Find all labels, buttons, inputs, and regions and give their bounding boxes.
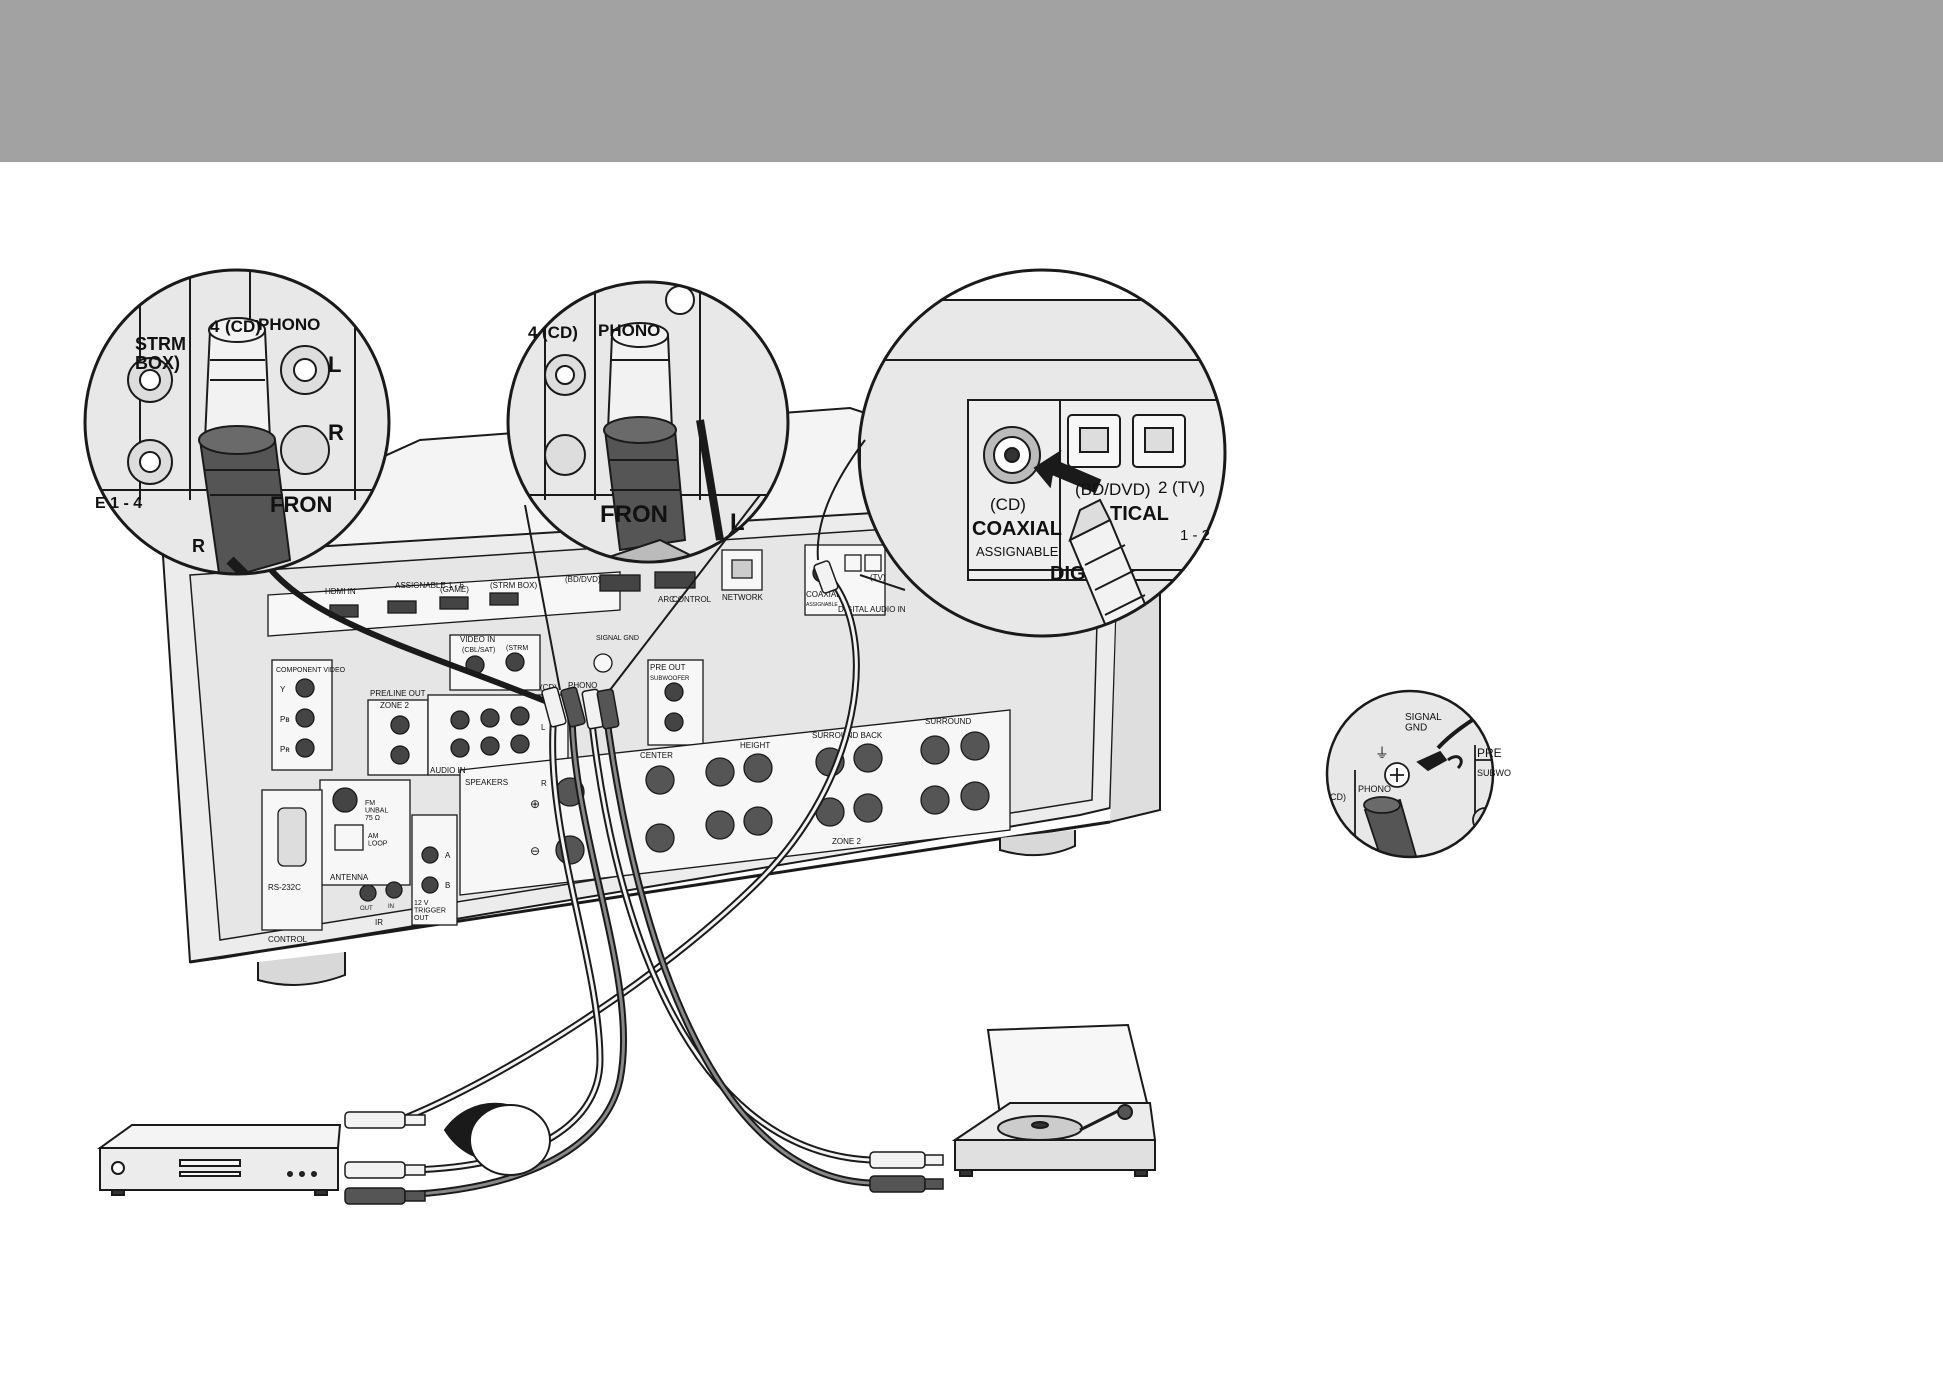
zoom-right-cd: (CD) <box>990 495 1026 514</box>
receiver-labels: HDMI IN ASSIGNABLE 1 - 6 (GAME) (STRM BO… <box>268 573 971 944</box>
label-surround: SURROUND <box>925 717 971 726</box>
header-bar <box>0 0 1943 162</box>
label-ir-in: IN <box>388 904 394 910</box>
label-component: COMPONENT VIDEO <box>276 667 346 674</box>
label-subwoofer: SUBWOOFER <box>650 676 690 682</box>
zoom-ground-icon: ⏚ <box>1375 745 1389 761</box>
zoom-right-pointer <box>816 439 906 591</box>
zoom-middle-cd: (CD) <box>542 323 578 342</box>
zoom-left-r: R <box>328 420 344 445</box>
zoom-left-cd-num: 4 <box>210 317 220 336</box>
zoom-left-l: L <box>328 352 341 377</box>
zoom-middle-phono: PHONO <box>598 321 660 340</box>
zoom-right-tv: (TV) <box>1172 478 1205 497</box>
label-video-in: VIDEO IN <box>460 635 495 644</box>
zoom-middle-cd-num: 4 <box>528 323 538 342</box>
zoom-middle-front: FRON <box>600 501 668 528</box>
label-control: CONTROL <box>672 595 712 604</box>
label-pre-out: PRE OUT <box>650 663 686 672</box>
label-pb: Pʙ <box>280 715 290 724</box>
cd-player <box>96 1124 342 1196</box>
label-height: HEIGHT <box>740 741 770 750</box>
label-minus: ⊖ <box>530 844 540 858</box>
label-center: CENTER <box>640 751 673 760</box>
label-y: Y <box>280 685 286 694</box>
cable-bundle-marker <box>443 1102 551 1176</box>
turntable-plugs <box>869 1151 944 1193</box>
label-strm: (STRM <box>506 645 528 652</box>
label-pr: Pʀ <box>280 745 290 754</box>
label-cd: (CD) <box>540 683 557 692</box>
zoom-ground-phono: PHONO <box>1358 784 1391 794</box>
label-arc: ARC <box>658 595 675 604</box>
label-tv: (TV) <box>870 573 886 582</box>
label-l: L <box>541 723 546 732</box>
zoom-right: (CD) COAXIAL ASSIGNABLE (BD/DVD) 2 (TV) … <box>857 268 1227 638</box>
turntable <box>951 1023 1157 1177</box>
zoom-right-digital: DIG <box>1050 563 1086 585</box>
label-preline-out: PRE/LINE OUT <box>370 689 426 698</box>
zoom-ground-subwoofer: SUBWO <box>1477 768 1511 778</box>
zoom-ground-cd: CD) <box>1330 792 1346 802</box>
zoom-right-tv-num: 2 <box>1158 478 1167 497</box>
zoom-middle: 4 (CD) PHONO FRON L <box>506 280 790 564</box>
label-rs232c: RS-232C <box>268 883 301 892</box>
zoom-left-range: E 1 - 4 <box>95 495 142 512</box>
label-ir: IR <box>375 918 383 927</box>
label-ir-out: OUT <box>360 906 373 912</box>
zoom-middle-pointer <box>524 494 761 691</box>
label-network: NETWORK <box>722 593 764 602</box>
label-zone2: ZONE 2 <box>380 701 409 710</box>
label-cbl-sat: (CBL/SAT) <box>462 647 495 654</box>
label-bd-dvd: (BD/DVD) <box>565 575 601 584</box>
zoom-right-assignable: ASSIGNABLE <box>976 544 1059 559</box>
label-plus: ⊕ <box>530 797 540 811</box>
label-digital-audio-in: DIGITAL AUDIO IN <box>838 605 906 614</box>
label-antenna: ANTENNA <box>330 873 369 882</box>
zoom-left-cd: (CD) <box>225 317 261 336</box>
label-r: R <box>541 779 547 788</box>
receiver-foot-right <box>999 830 1076 857</box>
zoom-right-bd-dvd: (BD/DVD) <box>1075 480 1151 499</box>
label-strm-box: (STRM BOX) <box>490 581 537 590</box>
zoom-right-coaxial: COAXIAL <box>972 518 1062 540</box>
zoom-ground-pre: PRE <box>1477 746 1502 760</box>
zoom-right-optical: TICAL <box>1110 503 1169 525</box>
cd-player-plugs <box>344 1111 426 1205</box>
receiver-plugs <box>541 560 839 730</box>
zoom-right-optical-range: 1 - 2 <box>1180 527 1210 544</box>
label-trig-b: B <box>445 881 450 890</box>
label-control-sec: CONTROL <box>268 935 308 944</box>
label-trig-a: A <box>445 851 451 860</box>
label-assignable: ASSIGNABLE <box>806 602 838 608</box>
zoom-left-phono: PHONO <box>258 315 320 334</box>
label-speakers: SPEAKERS <box>465 778 508 787</box>
label-hdmi-in: HDMI IN <box>325 587 356 596</box>
zoom-left-r-cable: R <box>192 536 205 556</box>
label-assignable-hdmi: ASSIGNABLE 1 - 6 <box>395 581 464 590</box>
zoom-left-fron: FRON <box>270 492 332 517</box>
label-zone2-spk: ZONE 2 <box>832 837 861 846</box>
label-phono: PHONO <box>568 681 597 690</box>
label-audio-in: AUDIO IN <box>430 766 466 775</box>
label-coaxial: COAXIAL <box>806 590 841 599</box>
receiver-foot-left <box>257 952 346 986</box>
label-signal-gnd: SIGNAL GND <box>596 635 639 642</box>
label-game: (GAME) <box>440 585 469 594</box>
